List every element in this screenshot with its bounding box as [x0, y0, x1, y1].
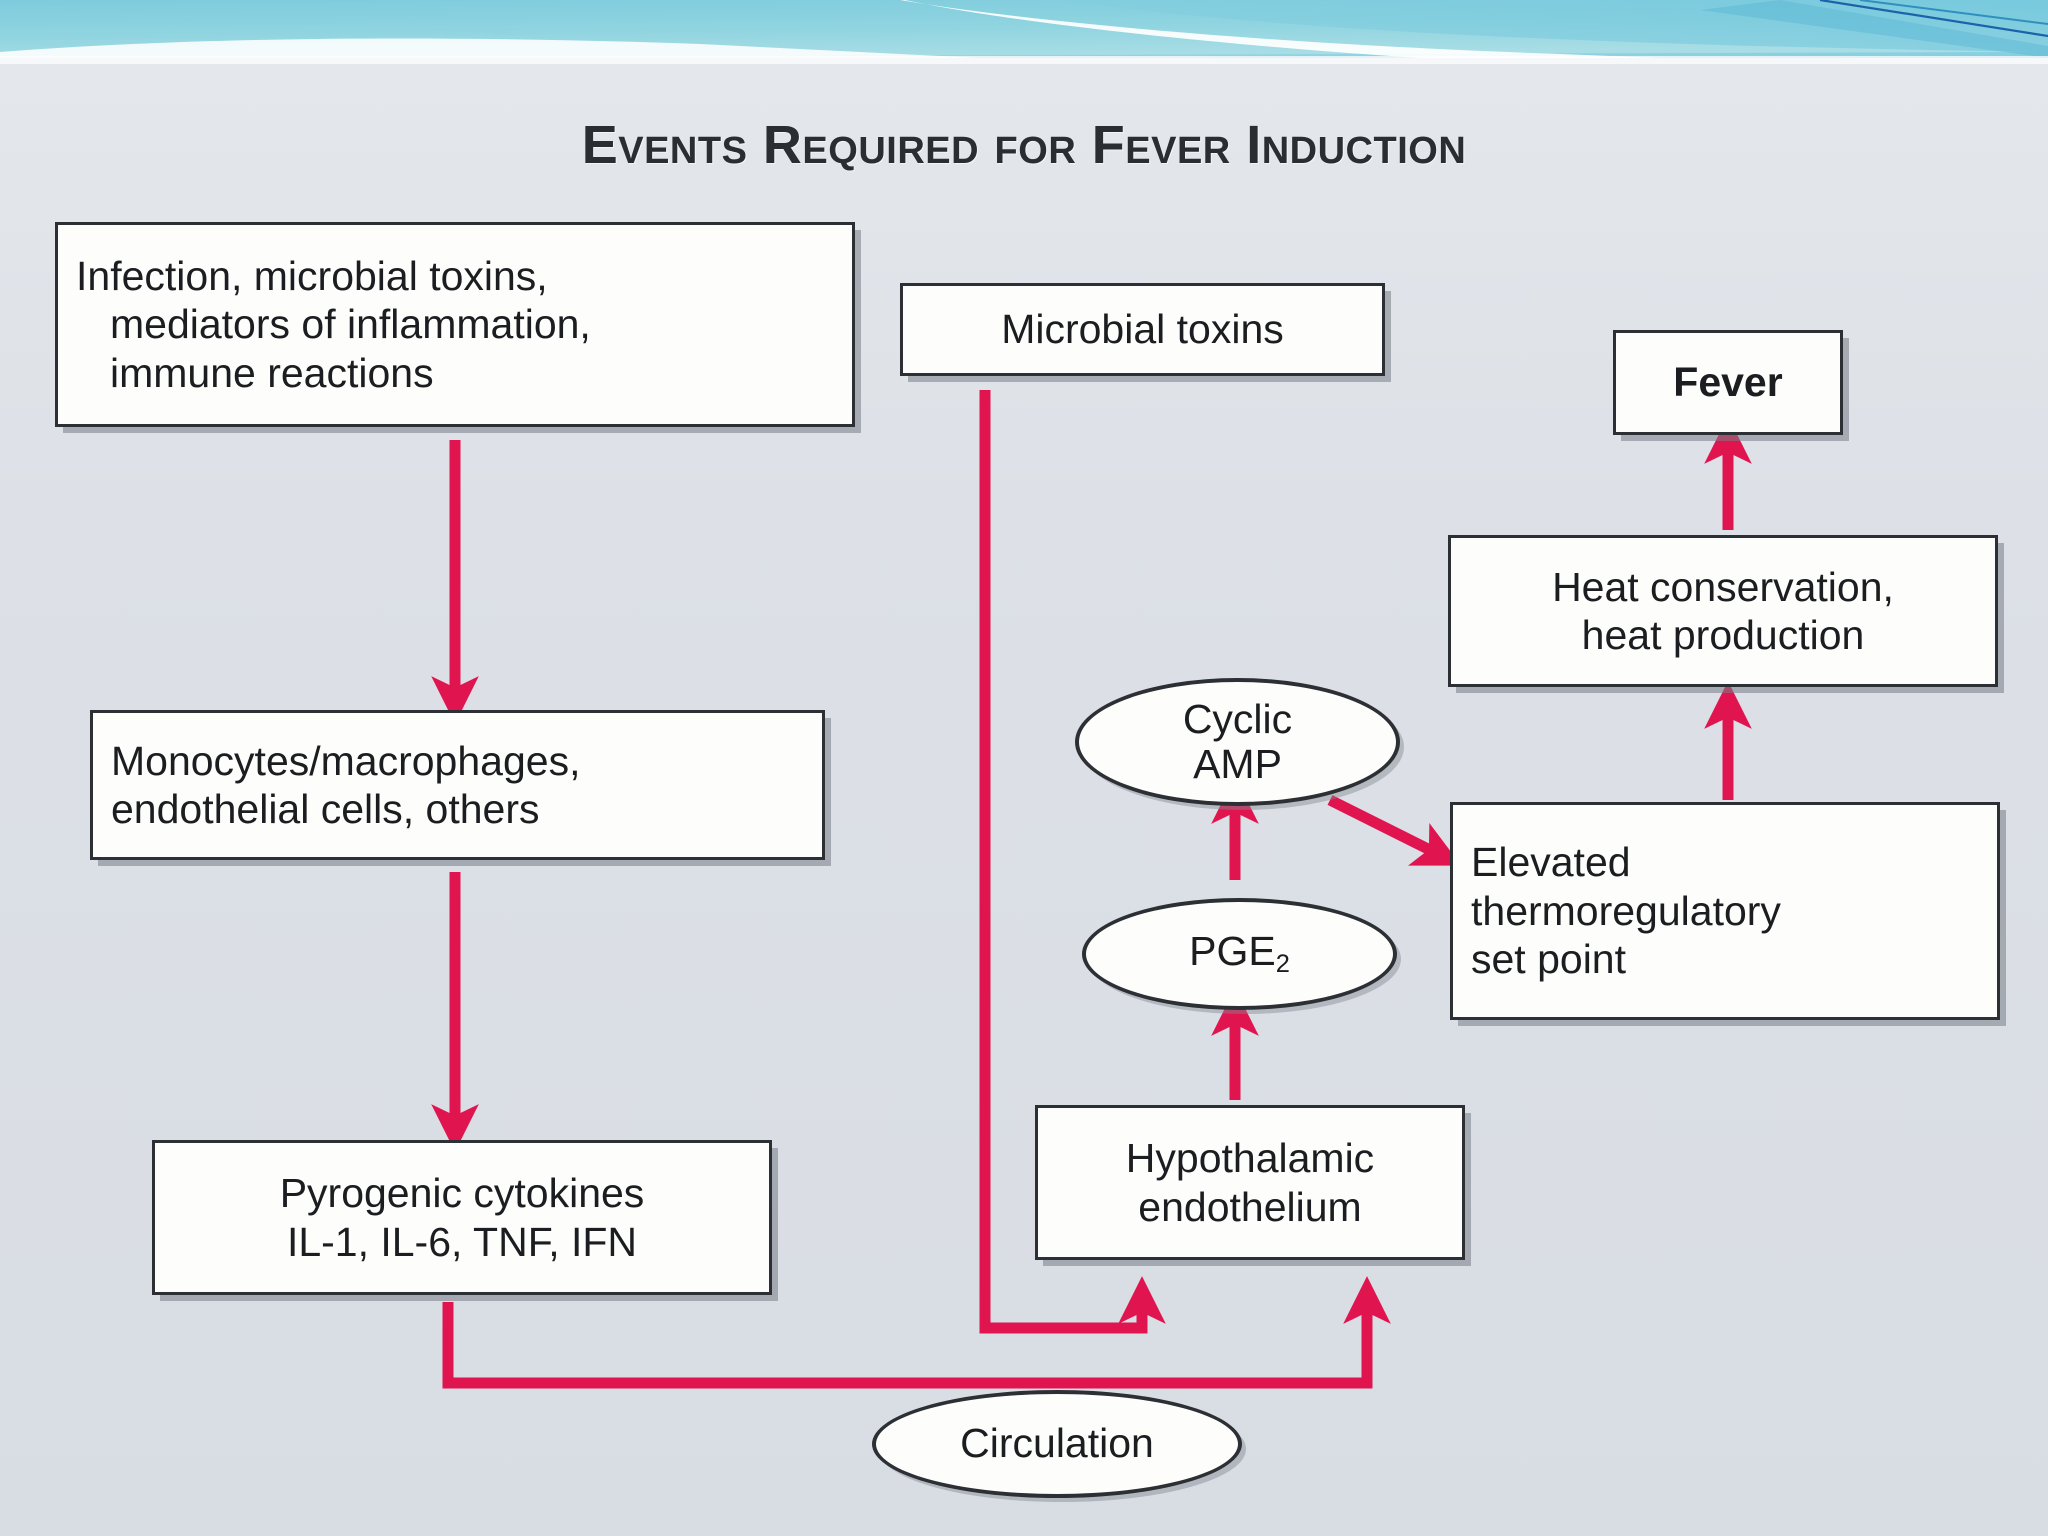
node-heat-line-1: Heat conservation,: [1552, 563, 1894, 610]
node-setpoint-line-2: thermoregulatory: [1471, 887, 1781, 934]
node-toxins-line-1: Microbial toxins: [1001, 306, 1284, 353]
node-infection-line-1: Infection, microbial toxins,: [76, 252, 548, 299]
node-infection-line-2: mediators of inflammation,: [110, 301, 591, 348]
node-camp-line-2: AMP: [1193, 741, 1282, 787]
slide-banner: [0, 0, 2048, 72]
node-heat-conservation: Heat conservation, heat production: [1448, 535, 1998, 687]
node-microbial-toxins: Microbial toxins: [900, 283, 1385, 376]
node-monocytes-line-2: endothelial cells, others: [111, 786, 540, 832]
node-setpoint-line-3: set point: [1471, 936, 1626, 983]
node-hypothalamic-endothelium: Hypothalamic endothelium: [1035, 1105, 1465, 1260]
node-cyclic-amp: Cyclic AMP: [1075, 678, 1400, 806]
node-circulation: Circulation: [872, 1390, 1242, 1498]
node-hypothalamus-line-2: endothelium: [1138, 1183, 1362, 1230]
node-circulation-label: Circulation: [960, 1420, 1154, 1467]
node-camp-line-1: Cyclic: [1182, 695, 1293, 742]
slide-title: Events Required for Fever Induction: [581, 115, 1467, 175]
node-pge2-base: PGE: [1189, 927, 1276, 974]
node-hypothalamus-line-1: Hypothalamic: [1125, 1135, 1375, 1182]
node-pyrogenic-cytokines: Pyrogenic cytokines IL-1, IL-6, TNF, IFN: [152, 1140, 772, 1295]
node-monocytes: Monocytes/macrophages, endothelial cells…: [90, 710, 825, 860]
node-monocytes-line-1: Monocytes/macrophages,: [111, 737, 581, 784]
node-elevated-set-point: Elevated thermoregulatory set point: [1450, 802, 2000, 1020]
node-fever-label: Fever: [1673, 359, 1783, 406]
node-fever: Fever: [1613, 330, 1843, 435]
node-setpoint-line-1: Elevated: [1471, 839, 1631, 886]
node-pge2-subscript: 2: [1275, 950, 1290, 979]
node-infection: Infection, microbial toxins, mediators o…: [55, 222, 855, 427]
node-cytokines-line-1: Pyrogenic cytokines: [279, 1170, 645, 1217]
node-cytokines-line-2: IL-1, IL-6, TNF, IFN: [286, 1218, 638, 1265]
node-infection-line-3: immune reactions: [110, 349, 434, 396]
node-pge2: PGE2: [1082, 898, 1397, 1010]
node-heat-line-2: heat production: [1581, 612, 1865, 658]
